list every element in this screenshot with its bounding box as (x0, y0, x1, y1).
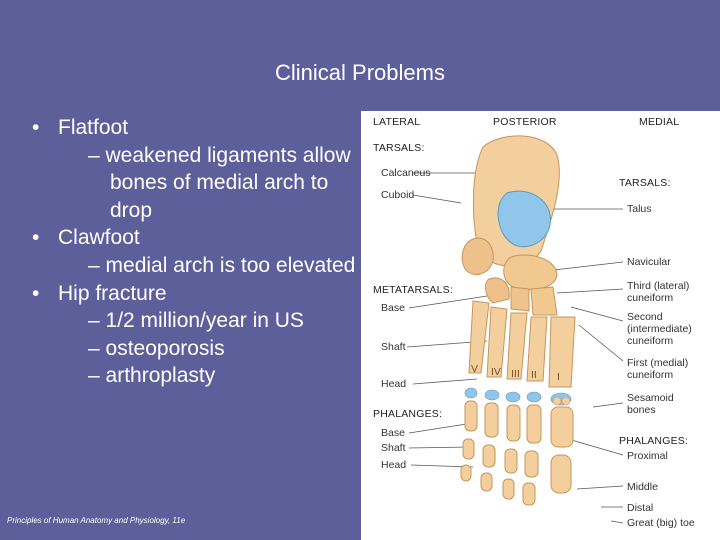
sub-bullet-text: medial arch is too elevated (105, 253, 356, 277)
label-great-toe: Great (big) toe (627, 517, 695, 529)
label-metatarsal-head: Head (381, 378, 407, 390)
label-calcaneus: Calcaneus (381, 167, 431, 179)
sub-bullet-text: arthroplasty (105, 364, 216, 388)
label-metatarsals: METATARSALS: (373, 284, 453, 296)
label-first-cuneiform-1: First (medial) (627, 357, 689, 369)
label-third-cuneiform-1: Third (lateral) (627, 280, 690, 292)
label-tarsals-left: TARSALS: (373, 142, 425, 154)
label-talus: Talus (627, 203, 652, 215)
label-posterior: POSTERIOR (493, 116, 557, 128)
label-distal: Distal (627, 502, 654, 514)
label-second-cuneiform-1: Second (627, 311, 663, 323)
left-leader-lines (406, 172, 488, 468)
label-second-cuneiform-3: cuneiform (627, 335, 674, 347)
sub-bullet-text: weakened ligaments allow bones of medial… (105, 143, 351, 222)
label-third-cuneiform-2: cuneiform (627, 292, 674, 304)
footer-citation: Principles of Human Anatomy and Physiolo… (7, 516, 186, 525)
numeral-iv: IV (491, 366, 501, 378)
label-phalanges-left: PHALANGES: (373, 408, 443, 420)
bullet-list: Flatfoot weakened ligaments allow bones … (28, 114, 358, 390)
label-proximal: Proximal (627, 450, 668, 462)
tarsal-bones (461, 135, 560, 316)
label-sesamoid-2: bones (627, 404, 656, 416)
label-tarsals-right: TARSALS: (619, 177, 671, 189)
foot-bones-figure: LATERAL POSTERIOR MEDIAL TARSALS: Calcan… (361, 111, 720, 540)
right-leader-lines (544, 208, 624, 524)
numeral-v: V (471, 363, 479, 375)
slide-title-text: Clinical Problems (275, 60, 445, 85)
label-first-cuneiform-2: cuneiform (627, 369, 674, 381)
sub-bullet-text: 1/2 million/year in US (105, 309, 304, 333)
sub-bullet-million-per-year: 1/2 million/year in US (48, 307, 358, 335)
label-phalanges-right: PHALANGES: (619, 435, 689, 447)
label-lateral: LATERAL (373, 116, 421, 128)
numeral-iii: III (511, 368, 520, 380)
bullet-flatfoot: Flatfoot (28, 114, 358, 142)
slide-title: Clinical Problems (0, 60, 720, 86)
label-medial: MEDIAL (639, 116, 680, 128)
bullet-hip-fracture: Hip fracture (28, 280, 358, 308)
label-metatarsal-base: Base (381, 302, 405, 314)
label-phalanx-base: Base (381, 427, 405, 439)
sub-bullet-osteoporosis: osteoporosis (48, 335, 358, 363)
sub-bullet-weakened-ligaments: weakened ligaments allow bones of medial… (48, 142, 358, 225)
label-metatarsal-shaft: Shaft (381, 341, 406, 353)
label-phalanx-shaft: Shaft (381, 442, 406, 454)
label-second-cuneiform-2: (intermediate) (627, 323, 692, 335)
bullet-clawfoot: Clawfoot (28, 224, 358, 252)
sub-bullet-medial-arch: medial arch is too elevated (48, 252, 358, 280)
label-cuboid: Cuboid (381, 189, 415, 201)
numeral-i: I (557, 371, 560, 383)
numeral-ii: II (531, 369, 537, 381)
joint-cartilage (464, 387, 572, 406)
foot-illustration (406, 135, 624, 524)
label-middle: Middle (627, 481, 658, 493)
sub-bullet-arthroplasty: arthroplasty (48, 362, 358, 390)
label-phalanx-head: Head (381, 459, 407, 471)
metatarsal-bones (468, 300, 576, 388)
label-sesamoid-1: Sesamoid (627, 392, 674, 404)
sub-bullet-text: osteoporosis (105, 336, 225, 360)
label-navicular: Navicular (627, 256, 671, 268)
phalanx-bones (460, 400, 574, 506)
